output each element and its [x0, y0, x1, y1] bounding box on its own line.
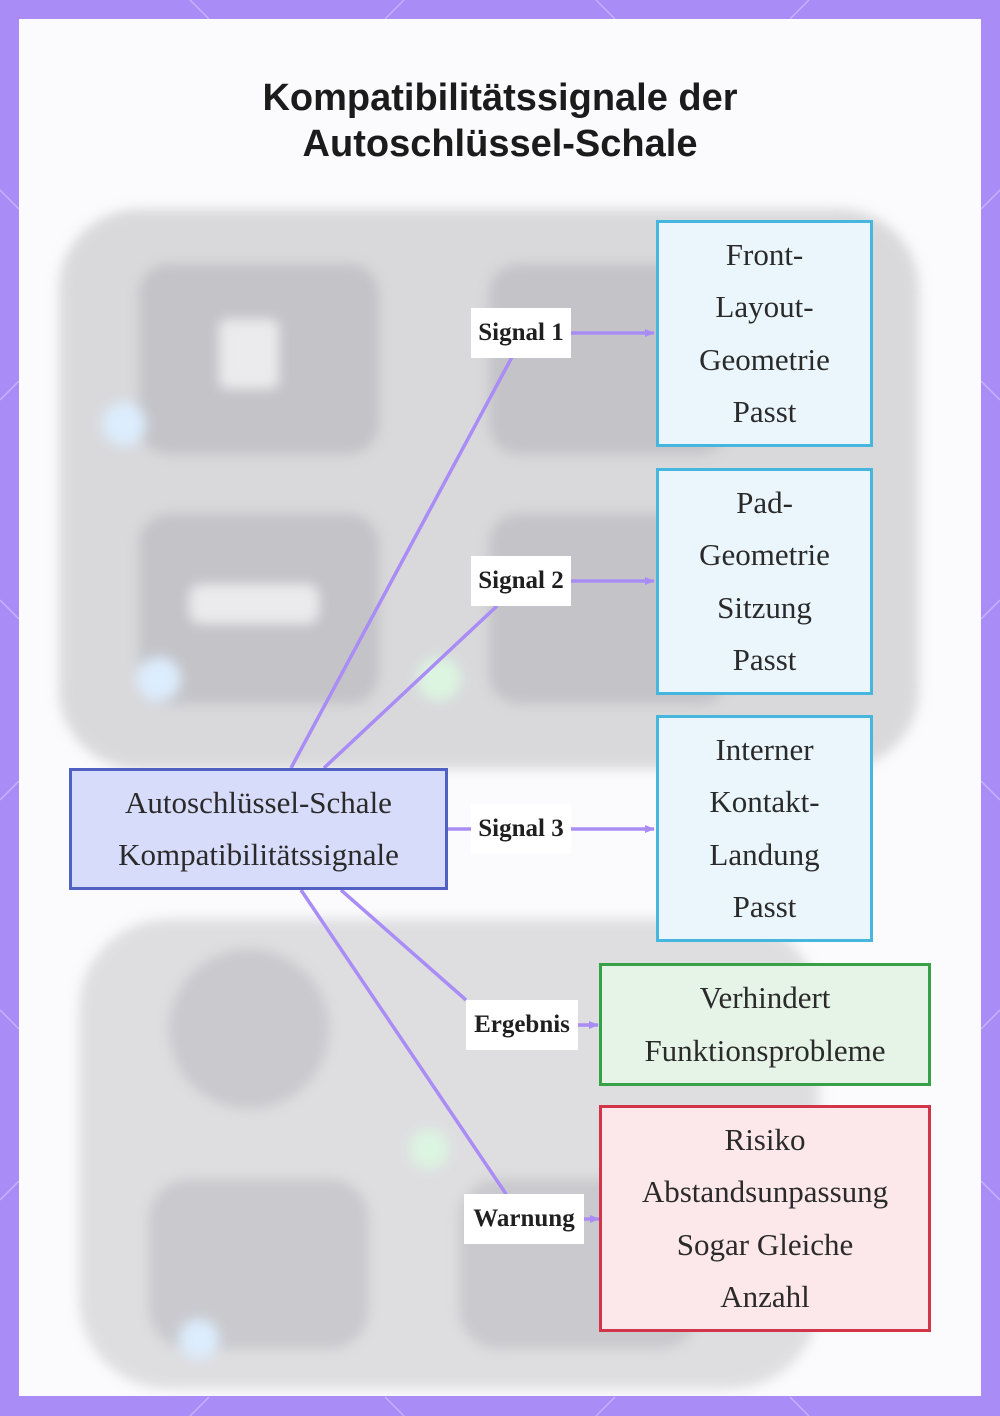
node-line: Sitzung: [717, 589, 812, 625]
connector-lines: [289, 329, 655, 1223]
result-node: Verhindert Funktionsprobleme: [599, 963, 931, 1086]
node-line: Anzahl: [720, 1279, 810, 1314]
node-line: Passt: [732, 394, 797, 429]
title-line-2: Autoschlüssel-Schale: [302, 123, 698, 165]
edge-label-signal-2: Signal 2: [471, 556, 571, 606]
node-line: Front-: [725, 236, 804, 272]
edge-1: [289, 356, 514, 769]
diagram-title: Kompatibilitätssignale der Autoschlüssel…: [19, 75, 981, 167]
node-line: Passt: [732, 642, 797, 677]
node-line: Sogar Gleiche: [676, 1226, 854, 1262]
node-line: Pad-: [736, 484, 793, 520]
root-node-line: Autoschlüssel-Schale: [125, 784, 392, 820]
root-node: Autoschlüssel-Schale Kompatibilitätssign…: [69, 768, 448, 890]
signal-3-node: Interner Kontakt- Landung Passt: [656, 715, 873, 942]
edge-label-result: Ergebnis: [466, 1000, 578, 1050]
edge-2: [322, 604, 499, 770]
node-line: Risiko: [724, 1121, 806, 1157]
warning-node: Risiko Abstandsunpassung Sogar Gleiche A…: [599, 1105, 931, 1332]
edge-label-warning: Warnung: [464, 1194, 584, 1244]
node-line: Passt: [732, 889, 797, 924]
signal-2-node: Pad- Geometrie Sitzung Passt: [656, 468, 873, 695]
title-line-1: Kompatibilitätssignale der: [262, 77, 738, 119]
node-line: Landung: [709, 836, 820, 872]
node-line: Geometrie: [699, 341, 830, 377]
edge-label-signal-3: Signal 3: [471, 804, 571, 854]
root-node-line: Kompatibilitätssignale: [118, 837, 399, 872]
edge-label-signal-1: Signal 1: [471, 308, 571, 358]
node-line: Interner: [715, 731, 814, 767]
node-line: Layout-: [715, 289, 814, 324]
edge-5: [299, 889, 508, 1195]
edge-4: [339, 888, 468, 1002]
node-line: Geometrie: [699, 537, 830, 572]
node-line: Abstandsunpassung: [641, 1174, 889, 1209]
node-line: Kontakt-: [709, 784, 820, 819]
signal-1-node: Front- Layout- Geometrie Passt: [656, 220, 873, 447]
node-line: Verhindert: [699, 980, 831, 1015]
node-line: Funktionsprobleme: [644, 1032, 886, 1068]
diagram-page: Kompatibilitätssignale der Autoschlüssel…: [19, 19, 981, 1396]
